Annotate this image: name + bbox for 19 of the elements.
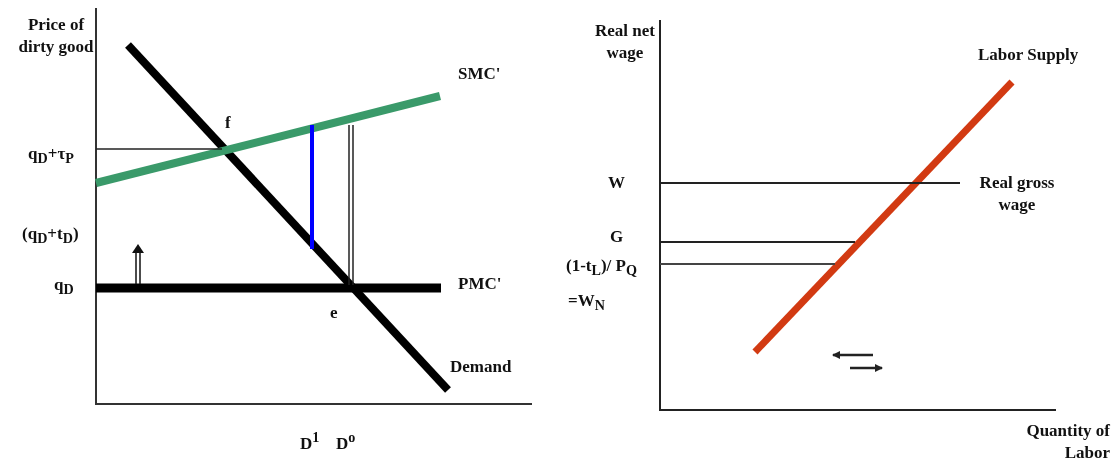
- axis-value-label: D$^{1}$: [300, 428, 320, 455]
- axis-value-label: D$^{o}$: [336, 428, 356, 455]
- curve-label: Labor Supply: [978, 44, 1079, 66]
- point-label: e: [330, 302, 338, 324]
- point-label: f: [225, 112, 231, 134]
- axis-value-label: (1-t$_{L}$)/ P$_{Q}$: [566, 255, 637, 281]
- axis-value-label: (q$_{D}$+t$_{D}$): [22, 223, 79, 249]
- curve-label: Demand: [450, 356, 512, 378]
- axis-value-label: q$_{D}$+τ$_{P}$: [28, 143, 74, 169]
- axis-value-label: W: [608, 172, 625, 194]
- curve-label: PMC': [458, 273, 502, 295]
- axis-value-label: q$_{D}$: [54, 274, 74, 300]
- axis-title: Real net wage: [594, 20, 656, 64]
- axis-value-label: G: [610, 226, 624, 248]
- axis-title: Quantity of Labor: [1025, 420, 1110, 464]
- curve-label: Real gross wage: [978, 172, 1056, 216]
- curve-label: SMC': [458, 63, 501, 85]
- axis-title: Price of dirty good: [17, 14, 95, 58]
- axis-value-label: =W$_{N}$: [568, 290, 605, 316]
